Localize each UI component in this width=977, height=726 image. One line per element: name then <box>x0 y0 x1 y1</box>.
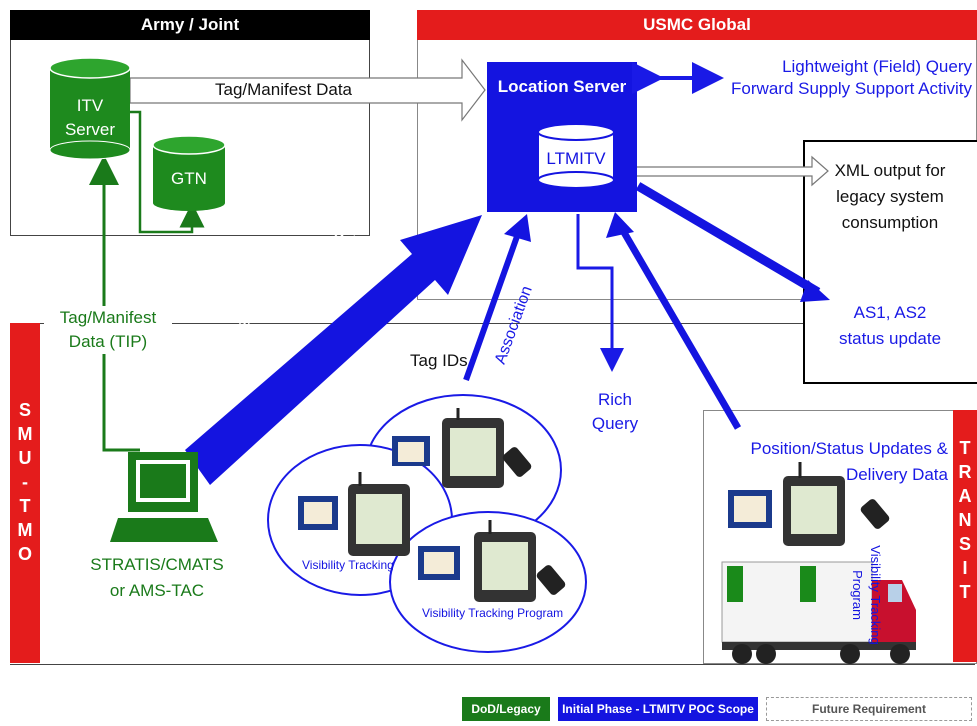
stratis-to-itv-connector <box>89 155 140 452</box>
association-arrow <box>463 226 523 382</box>
transit-letter: A <box>958 486 972 506</box>
stratis-label: STRATIS/CMATS or AMS-TAC <box>72 552 242 604</box>
transit-letter: S <box>958 534 971 554</box>
transit-letter: N <box>958 510 972 530</box>
position-status-arrow <box>614 220 742 430</box>
stratis-line: STRATIS/CMATS <box>90 555 224 574</box>
truck-illustration <box>721 561 916 664</box>
transit-label: T R A N S I T <box>953 436 977 604</box>
device-group-left <box>298 472 410 556</box>
vtp-vertical-label: Visibility Tracking Program <box>840 535 884 655</box>
transit-letter: T <box>959 582 971 602</box>
tag-ids-label: Tag IDs <box>410 351 468 370</box>
gtn-label: GTN <box>171 169 207 188</box>
itv-to-gtn-connector <box>130 110 205 234</box>
lightweight-query-line: Lightweight (Field) Query <box>782 57 972 76</box>
lightweight-query-label: Lightweight (Field) Query Forward Supply… <box>700 56 972 100</box>
legend-dod-legacy: DoD/Legacy <box>462 697 550 721</box>
ltmitv-label: LTMITV <box>546 149 606 168</box>
rich-query-line: Query <box>591 414 639 433</box>
tag-manifest-big-arrow <box>185 215 482 485</box>
ltmitv-cylinder <box>537 123 615 189</box>
as-status-line: status update <box>838 329 942 348</box>
smu-tmo-zone <box>10 323 975 665</box>
itv-server-cylinder <box>49 57 131 160</box>
smu-letter: T <box>19 496 31 516</box>
itv-server-line: ITV <box>76 96 104 115</box>
device-group-front <box>418 520 566 602</box>
vtp-vertical-line: Visibility Tracking <box>868 545 883 645</box>
position-updates-line: Position/Status Updates & <box>750 439 948 458</box>
xml-output-box <box>803 140 977 384</box>
itv-server-label: ITV Server <box>50 94 130 142</box>
smu-tmo-label: S M U - T M O <box>10 398 40 566</box>
gtn-cylinder <box>152 135 226 211</box>
tag-manifest-hollow-arrow <box>129 58 486 122</box>
tip-line: Tag/Manifest <box>59 308 157 327</box>
vtp-label-left: Visibility Tracking <box>302 558 394 572</box>
lightweight-query-line: Forward Supply Support Activity <box>731 79 972 98</box>
smu-letter: M <box>17 520 33 540</box>
xml-output-line: consumption <box>841 213 939 232</box>
device-group-back <box>392 408 532 488</box>
usmc-global-header: USMC Global <box>417 10 977 40</box>
tag-manifest-data-label: Tag/Manifest Data <box>215 80 353 99</box>
transit-letter: I <box>962 558 968 578</box>
smu-letter: - <box>22 472 28 492</box>
transit-letter: R <box>958 462 972 482</box>
smu-letter: M <box>17 424 33 444</box>
rich-query-line: Rich <box>597 390 632 409</box>
xml-output-line: XML output for <box>834 161 946 180</box>
vtp-vertical-line: Program <box>850 570 865 620</box>
legend-initial-phase: Initial Phase - LTMITV POC Scope <box>558 697 758 721</box>
smu-letter: U <box>18 448 32 468</box>
army-joint-header: Army / Joint <box>10 10 370 40</box>
device-group-transit <box>728 462 890 546</box>
itv-server-line: Server <box>64 120 116 139</box>
stratis-line: or AMS-TAC <box>109 581 205 600</box>
stratis-computer-illustration <box>110 452 218 542</box>
smu-letter: S <box>18 400 31 420</box>
xml-output-line: legacy system <box>836 187 944 206</box>
legend-future: Future Requirement <box>766 697 972 721</box>
as-status-line: AS1, AS2 <box>853 303 927 322</box>
smu-letter: O <box>17 544 32 564</box>
transit-letter: T <box>959 438 971 458</box>
position-updates-line: Delivery Data <box>845 465 948 484</box>
rich-query-arrow <box>576 214 624 372</box>
as-status-label: AS1, AS2 status update <box>810 300 970 352</box>
vtp-label-front: Visibility Tracking Program <box>422 606 564 620</box>
as-status-arrow <box>635 182 821 296</box>
rich-query-label: Rich Query <box>585 388 645 436</box>
tip-label: Tag/Manifest Data (TIP) <box>44 306 172 354</box>
xml-output-hollow-arrow <box>634 155 829 187</box>
transit-bar <box>953 410 977 662</box>
xml-output-label: XML output for legacy system consumption <box>810 158 970 236</box>
position-updates-label: Position/Status Updates & Delivery Data <box>712 436 948 488</box>
smu-tmo-bar <box>10 323 40 663</box>
location-server-title: Location Server <box>497 77 627 96</box>
tip-line: Data (TIP) <box>68 332 148 351</box>
